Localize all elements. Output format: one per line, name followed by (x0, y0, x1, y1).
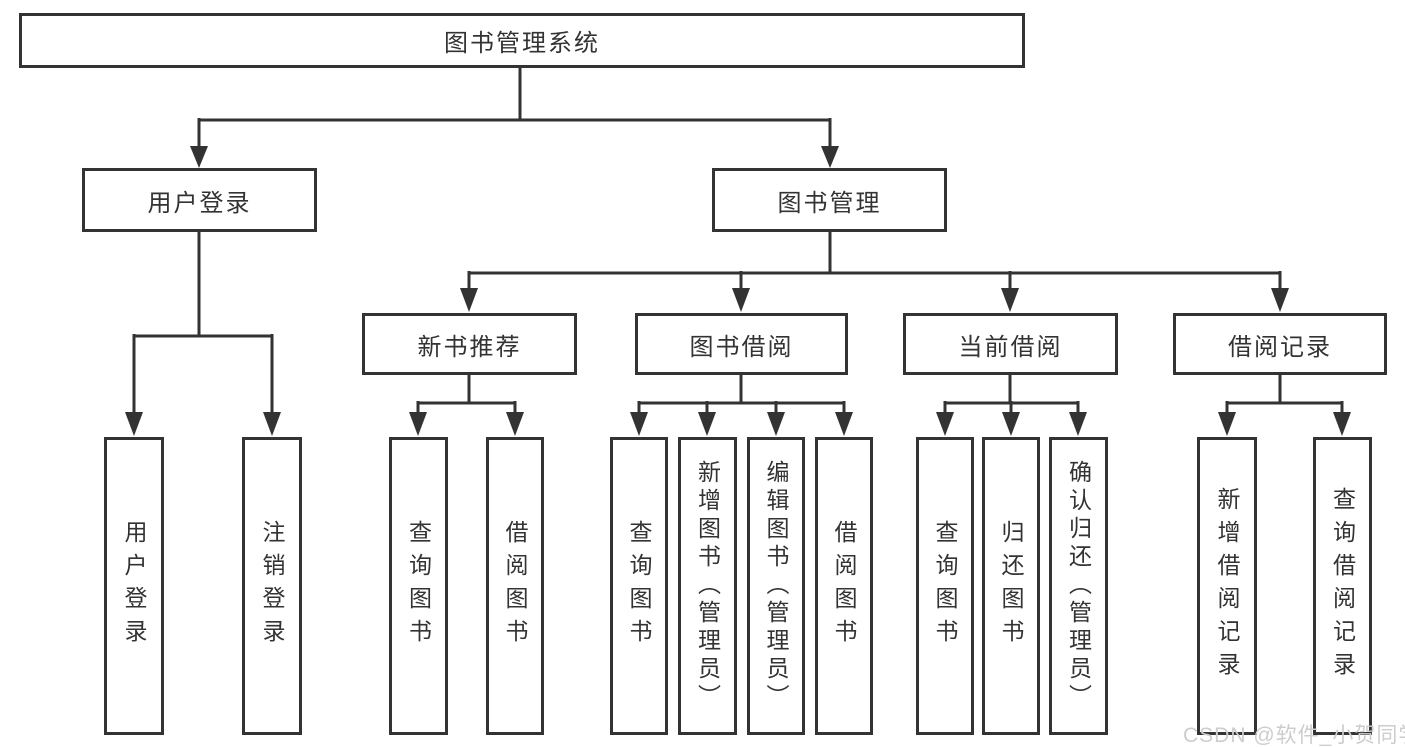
node-current-borrowing: 当前借阅 (903, 313, 1118, 375)
leaf-confirm-return-admin-label: 确认归还（管理员） (1065, 460, 1092, 712)
leaf-return-book-label: 归还图书 (998, 520, 1024, 652)
node-user-login: 用户登录 (82, 168, 317, 232)
leaf-borrow-books-borrowing: 借阅图书 (815, 437, 873, 735)
leaf-borrow-books-borrowing-label: 借阅图书 (831, 520, 857, 652)
leaf-query-books-current-label: 查询图书 (932, 520, 958, 652)
leaf-query-books-current: 查询图书 (916, 437, 974, 735)
leaf-edit-book-admin-label: 编辑图书（管理员） (763, 460, 789, 712)
node-borrow-records-label: 借阅记录 (1228, 333, 1332, 361)
leaf-query-books-borrowing: 查询图书 (610, 437, 668, 735)
node-borrow-records: 借阅记录 (1173, 313, 1387, 375)
leaf-query-borrow-record-label: 查询借阅记录 (1329, 487, 1356, 685)
leaf-edit-book-admin: 编辑图书（管理员） (747, 437, 805, 735)
leaf-borrow-books-recommend: 借阅图书 (486, 437, 544, 735)
leaf-confirm-return-admin: 确认归还（管理员） (1049, 437, 1108, 735)
leaf-logout: 注销登录 (242, 437, 302, 735)
leaf-add-book-admin: 新增图书（管理员） (678, 437, 737, 735)
leaf-query-books-recommend-label: 查询图书 (405, 520, 432, 652)
node-book-management: 图书管理 (712, 168, 947, 232)
leaf-query-books-borrowing-label: 查询图书 (626, 520, 652, 652)
node-root: 图书管理系统 (19, 13, 1025, 68)
node-user-login-label: 用户登录 (147, 189, 252, 217)
leaf-add-book-admin-label: 新增图书（管理员） (694, 460, 721, 712)
node-current-borrowing-label: 当前借阅 (958, 333, 1063, 361)
leaf-borrow-books-recommend-label: 借阅图书 (502, 520, 528, 652)
csdn-watermark: CSDN @软件_小贺同学 (1183, 724, 1405, 747)
leaf-add-borrow-record-label: 新增借阅记录 (1214, 487, 1240, 685)
leaf-query-books-recommend: 查询图书 (389, 437, 448, 735)
node-new-book-recommend: 新书推荐 (362, 313, 577, 375)
node-new-book-recommend-label: 新书推荐 (417, 333, 522, 361)
leaf-return-book: 归还图书 (982, 437, 1040, 735)
node-book-borrowing-label: 图书借阅 (689, 333, 794, 361)
leaf-user-login: 用户登录 (104, 437, 164, 735)
leaf-add-borrow-record: 新增借阅记录 (1197, 437, 1257, 735)
leaf-user-login-label: 用户登录 (121, 520, 147, 652)
leaf-query-borrow-record: 查询借阅记录 (1313, 437, 1372, 735)
node-book-borrowing: 图书借阅 (635, 313, 848, 375)
node-book-management-label: 图书管理 (777, 189, 882, 217)
leaf-logout-label: 注销登录 (259, 520, 285, 652)
node-root-label: 图书管理系统 (444, 30, 600, 57)
arrowhead-icons (125, 146, 1351, 436)
